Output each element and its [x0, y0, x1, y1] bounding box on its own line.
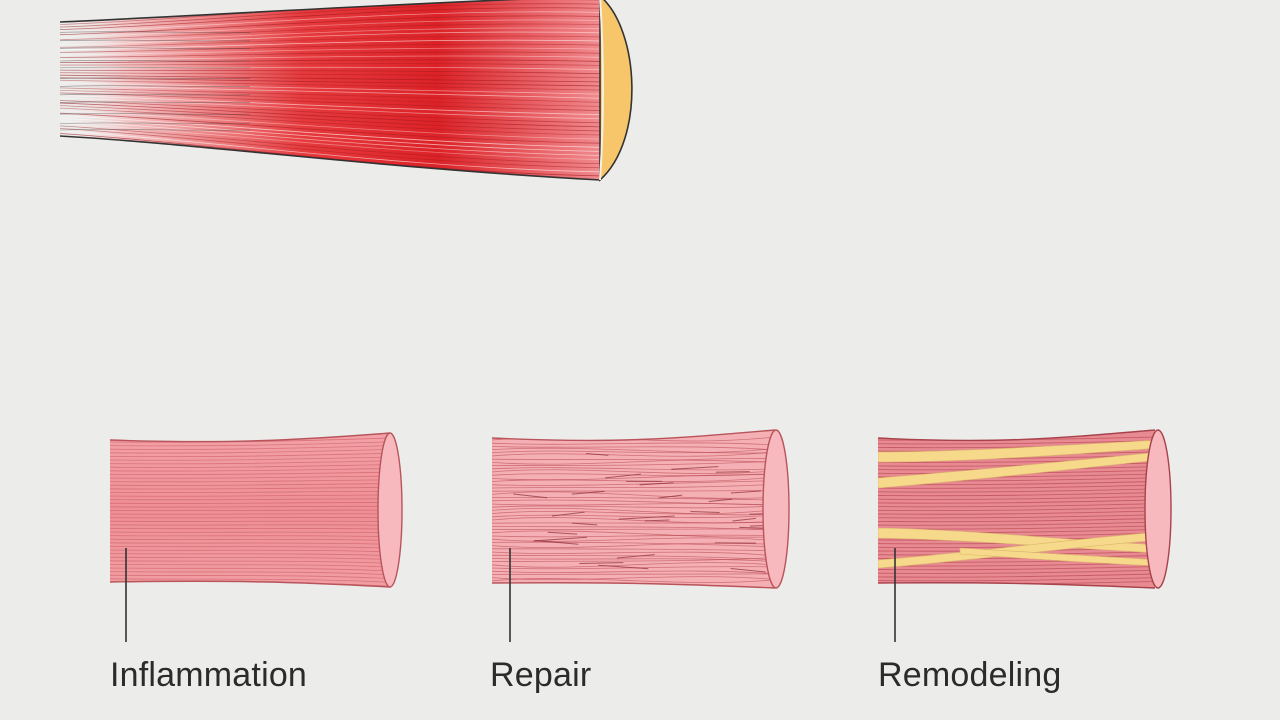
stage-label-remodeling: Remodeling — [878, 656, 1062, 694]
top-muscle-cross-section — [599, 0, 633, 182]
muscle-bundle-remodeling — [877, 429, 1172, 589]
muscle-bundle-repair — [491, 429, 790, 589]
stage-label-inflammation: Inflammation — [110, 656, 308, 694]
stage-label-repair: Repair — [490, 656, 592, 694]
top-muscle-belly — [59, 0, 633, 182]
top-muscle-fibers — [60, 0, 600, 180]
remodeling-cross-section — [1144, 429, 1172, 589]
repair-cross-section — [762, 429, 790, 589]
inflammation-cross-section — [377, 432, 403, 588]
muscle-bundle-inflammation — [109, 432, 403, 588]
